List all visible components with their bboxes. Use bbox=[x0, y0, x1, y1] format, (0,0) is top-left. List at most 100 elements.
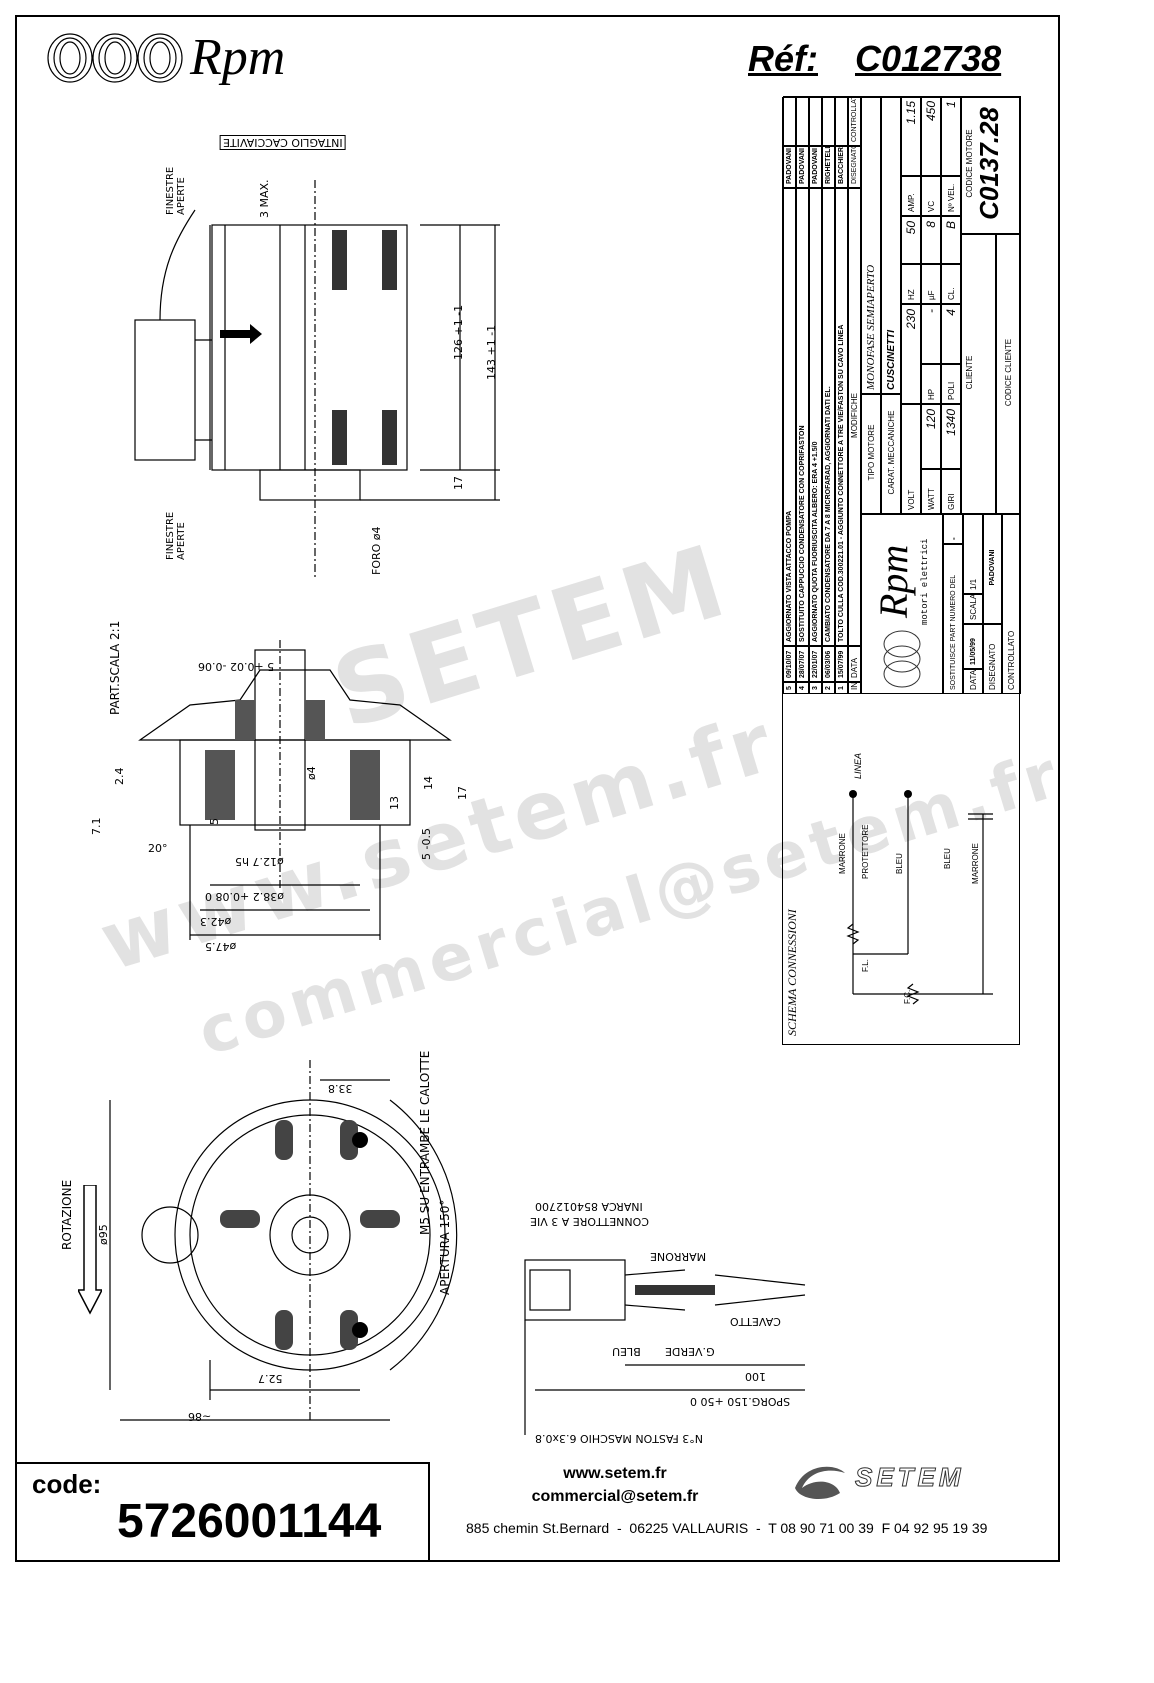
dim-2-4: 2.4 bbox=[113, 767, 126, 786]
label-m5: M5 SU ENTRAMBE LE CALOTTE bbox=[418, 1050, 432, 1235]
modifica-data: 06/03/06 bbox=[822, 646, 835, 682]
label-finestre-top: FINESTRE APERTE bbox=[165, 166, 187, 215]
modifica-data: 28/07/07 bbox=[796, 646, 809, 682]
website-link[interactable]: www.setem.fr bbox=[563, 1465, 667, 1482]
modifica-dis: RIGHETELLI bbox=[822, 146, 835, 188]
rpm-title-logo: Rpm motori elettrici bbox=[861, 514, 943, 694]
modifica-desc: AGGIORNATO QUOTA FUORIUSCITA ALBERO: ERA… bbox=[809, 188, 822, 646]
hdr-controllato: CONTROLLATO bbox=[848, 96, 861, 146]
codice-motore-value: C0137.28 bbox=[974, 107, 1004, 220]
spec-watt-v: 120 bbox=[921, 404, 941, 469]
shaft-detail-drawing bbox=[138, 640, 452, 940]
dim-5-tol: 5 -0.5 bbox=[420, 828, 433, 860]
dim-d42-3: ø42.3 bbox=[200, 915, 232, 928]
detail-title: PART.SCALA 2:1 bbox=[108, 620, 122, 715]
label-intaglio: INTAGLIO CACCIAVITE bbox=[220, 135, 346, 150]
spec-vc: VC bbox=[921, 176, 941, 216]
modifica-ctrl bbox=[809, 96, 822, 146]
dim-126: 126 +1 -1 bbox=[452, 304, 465, 360]
hdr-data: DATA bbox=[848, 646, 861, 682]
schema-connessioni: SCHEMA CONNESSIONI LINEA MARRONE PROTETT… bbox=[783, 694, 1021, 1044]
code-label: code: bbox=[32, 1469, 102, 1499]
modifica-ind: 2 bbox=[822, 682, 835, 694]
modifica-data: 15/07/99 bbox=[835, 646, 848, 682]
label-linea: LINEA bbox=[853, 752, 863, 779]
page-frame bbox=[15, 15, 1060, 1562]
modifica-dis: PADOVANI bbox=[809, 146, 822, 188]
modifica-ctrl bbox=[783, 96, 796, 146]
modifica-desc: SOSTITUITO CAPPUCCIO CONDENSATORE CON CO… bbox=[796, 188, 809, 646]
modifica-ind: 3 bbox=[809, 682, 822, 694]
hdr-modifiche: MODIFICHE bbox=[848, 188, 861, 646]
dim-7-1: 7.1 bbox=[90, 817, 103, 836]
dim-33-8: 33.8 bbox=[328, 1082, 353, 1095]
tipo-motore-label: TIPO MOTORE bbox=[861, 394, 881, 514]
label-connettore: CONNETTORE A 3 VIE bbox=[530, 1215, 649, 1228]
label-faston: N°3 FASTON MASCHIO 6.3x0.8 bbox=[535, 1432, 703, 1445]
code-value: 5726001144 bbox=[117, 1495, 382, 1548]
spec-hp-v: - bbox=[921, 304, 941, 364]
scala-value: 1/1 bbox=[963, 514, 983, 594]
rotation-arrow-icon bbox=[78, 1185, 102, 1315]
dim-5-shaft: 5 +0.02 -0.06 bbox=[198, 660, 275, 673]
motor-side-view-drawing bbox=[134, 180, 500, 580]
modifica-data: 22/01/07 bbox=[809, 646, 822, 682]
label-protettore: PROTETTORE bbox=[861, 824, 870, 879]
label-inarca: INARCA 854012700 bbox=[535, 1200, 643, 1213]
dim-17-detail: 17 bbox=[456, 786, 469, 800]
label-fl: F.L. bbox=[861, 959, 870, 972]
setem-swoosh-icon bbox=[795, 1466, 845, 1500]
brand-name: Rpm bbox=[190, 29, 286, 86]
cliente-label: CLIENTE bbox=[961, 234, 996, 514]
email-link[interactable]: commercial@setem.fr bbox=[531, 1488, 699, 1505]
spec-nvel: Nº VEL. bbox=[941, 176, 961, 216]
modifica-ctrl bbox=[835, 96, 848, 146]
title-logo-text: Rpm bbox=[871, 544, 916, 618]
spec-hp: HP bbox=[921, 364, 941, 404]
modifica-ind: 4 bbox=[796, 682, 809, 694]
dim-20deg: 20° bbox=[148, 842, 168, 855]
dim-d4: ø4 bbox=[305, 766, 318, 780]
dim-13: 13 bbox=[388, 796, 401, 810]
disegnato-value: PADOVANI bbox=[983, 514, 1002, 624]
rpm-coil-logo-small bbox=[883, 630, 921, 688]
label-bleu-cable: BLEU bbox=[612, 1345, 641, 1358]
label-fc: F.C. bbox=[903, 989, 912, 1004]
spec-hz-v: 50 bbox=[901, 216, 921, 264]
spec-nvel-v: 1 bbox=[941, 96, 961, 176]
spec-poli-v: 4 bbox=[941, 304, 961, 364]
dim-d47-5: ø47.5 bbox=[205, 940, 237, 953]
hdr-ind: IND bbox=[848, 682, 861, 694]
spec-vc-v: 450 bbox=[921, 96, 941, 176]
data-value: 11/05/99 bbox=[963, 624, 983, 669]
scala-label: SCALA bbox=[963, 594, 983, 624]
spec-watt: WATT bbox=[921, 469, 941, 514]
label-foro: FORO ø4 bbox=[370, 526, 383, 575]
spec-amp-v: 1.15 bbox=[901, 96, 921, 176]
dim-14: 14 bbox=[422, 776, 435, 790]
wiring-diagram bbox=[846, 790, 993, 1005]
label-rotazione: ROTAZIONE bbox=[60, 1179, 74, 1250]
spec-uf: µF bbox=[921, 264, 941, 304]
dim-5: 5 bbox=[208, 818, 221, 825]
dim-100: 100 bbox=[745, 1370, 766, 1383]
modifica-dis: PADOVANI bbox=[783, 146, 796, 188]
spec-uf-v: 8 bbox=[921, 216, 941, 264]
dim-sporg: SPORG.150 +50 0 bbox=[690, 1395, 791, 1408]
dim-86: ~86 bbox=[188, 1410, 212, 1423]
title-block: SCHEMA CONNESSIONI LINEA MARRONE PROTETT… bbox=[782, 96, 1021, 1045]
connector-drawing bbox=[524, 1259, 806, 1435]
dim-52-7: 52.7 bbox=[258, 1372, 283, 1385]
spec-poli: POLI bbox=[941, 364, 961, 404]
carat-meccaniche-value: CUSCINETTI bbox=[881, 96, 901, 394]
data-label: DATA bbox=[963, 669, 983, 694]
dim-3max: 3 MAX. bbox=[258, 179, 271, 218]
label-apertura: APERTURA 150° bbox=[438, 1199, 452, 1295]
modifica-data: 09/10/07 bbox=[783, 646, 796, 682]
reference-value: C012738 bbox=[855, 38, 1002, 79]
label-bleu-2: BLEU bbox=[943, 848, 952, 869]
codice-motore-label: CODICE MOTORE bbox=[965, 129, 974, 198]
dim-d95: ø95 bbox=[97, 1224, 110, 1245]
spec-cl-v: B bbox=[941, 216, 961, 264]
hdr-disegnato: DISEGNATO bbox=[848, 146, 861, 188]
